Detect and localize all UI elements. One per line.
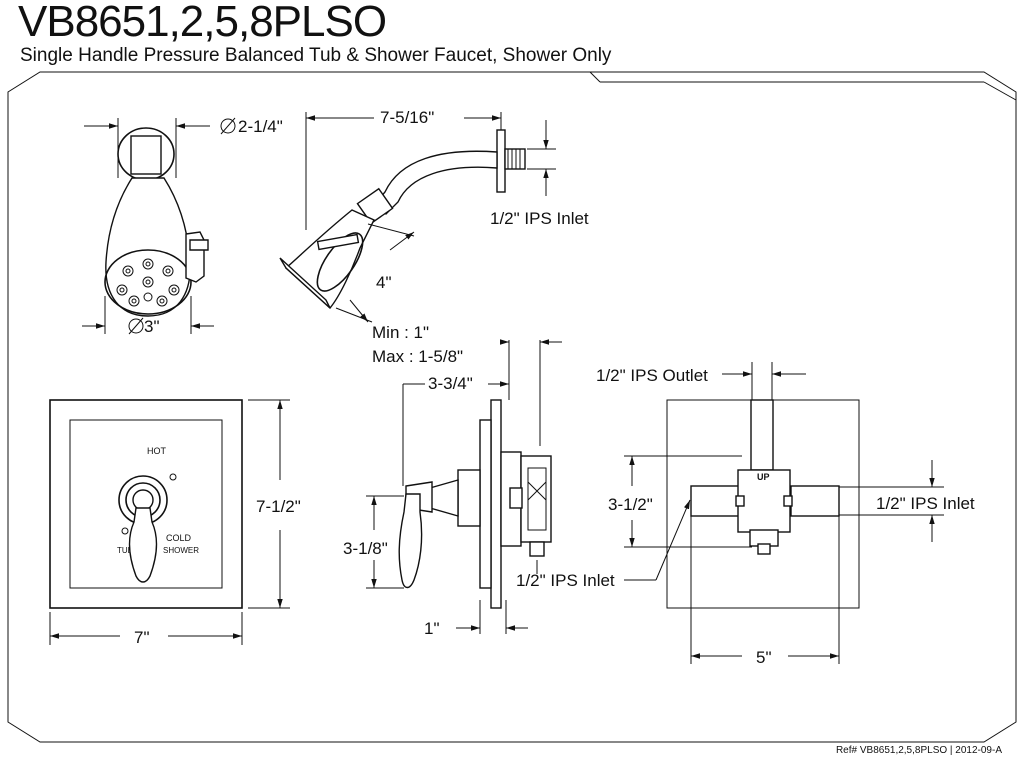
valve-inlet-label: 1/2" IPS Inlet <box>876 494 975 513</box>
valve-width-dimension: 5" <box>690 516 840 667</box>
outlet-label: 1/2" IPS Outlet <box>596 366 708 385</box>
drawing-border <box>7 71 1017 743</box>
flange-dia-label: 2-1/4" <box>238 117 283 136</box>
valve-height-label: 3-1/2" <box>608 495 653 514</box>
arm-inlet-label: 1/2" IPS Inlet <box>490 209 589 228</box>
valve-depth-dimensions: Min : 1" Max : 1-5/8" 3-3/4" <box>372 323 562 486</box>
valve-inlet-dimension: 1/2" IPS Inlet <box>839 460 975 542</box>
showerhead-front-view <box>104 127 209 317</box>
reference-number: Ref# VB8651,2,5,8PLSO | 2012-09-A <box>835 745 1002 756</box>
head-dia-label: 3" <box>144 317 160 336</box>
shower-label: SHOWER <box>163 546 199 555</box>
hot-label: HOT <box>147 446 167 456</box>
up-label: UP <box>757 472 770 482</box>
handle-offset-dimension: 3-1/8" <box>343 495 404 589</box>
trim-handle <box>118 475 168 583</box>
leader-line <box>624 499 691 581</box>
flange-diameter-dimension: 2-1/4" <box>84 117 283 178</box>
tub-label: TUB <box>117 546 133 555</box>
arm-length-dimension: 7-5/16" <box>305 106 502 230</box>
head-length-dimension: 4" <box>335 223 415 323</box>
handle-offset-label: 3-1/8" <box>343 539 388 558</box>
side-inlet-label: 1/2" IPS Inlet <box>516 571 615 590</box>
valve-width-label: 5" <box>756 648 772 667</box>
trim-height-label: 7-1/2" <box>256 497 301 516</box>
spray-nozzles <box>116 258 180 307</box>
showerhead-side-view <box>279 129 526 310</box>
valve-front-view: UP <box>666 399 860 609</box>
side-inlet-callout: 1/2" IPS Inlet <box>516 560 615 590</box>
head-length-label: 4" <box>376 273 392 292</box>
valve-side-view <box>398 399 552 609</box>
trim-plate-front-view: HOT COLD TUB SHOWER <box>49 399 243 609</box>
cold-label: COLD <box>166 533 192 543</box>
valve-height-dimension: 3-1/2" <box>608 455 752 548</box>
arm-length-label: 7-5/16" <box>380 108 434 127</box>
model-description: Single Handle Pressure Balanced Tub & Sh… <box>20 45 612 66</box>
valve-outlet-dimension: 1/2" IPS Outlet <box>596 362 806 400</box>
trim-width-dimension: 7" <box>49 612 243 647</box>
depth-min-label: Min : 1" <box>372 323 429 342</box>
head-diameter-dimension: 3" <box>82 296 214 336</box>
wall-thickness-dimension: 1" <box>424 600 528 638</box>
side-handle <box>398 481 433 589</box>
trim-height-dimension: 7-1/2" <box>248 399 301 609</box>
wall-thickness-label: 1" <box>424 619 440 638</box>
depth-label: 3-3/4" <box>428 374 473 393</box>
depth-max-label: Max : 1-5/8" <box>372 347 463 366</box>
trim-width-label: 7" <box>134 628 150 647</box>
arm-inlet-dimension: 1/2" IPS Inlet <box>490 120 589 228</box>
model-title: VB8651,2,5,8PLSO <box>18 0 387 46</box>
